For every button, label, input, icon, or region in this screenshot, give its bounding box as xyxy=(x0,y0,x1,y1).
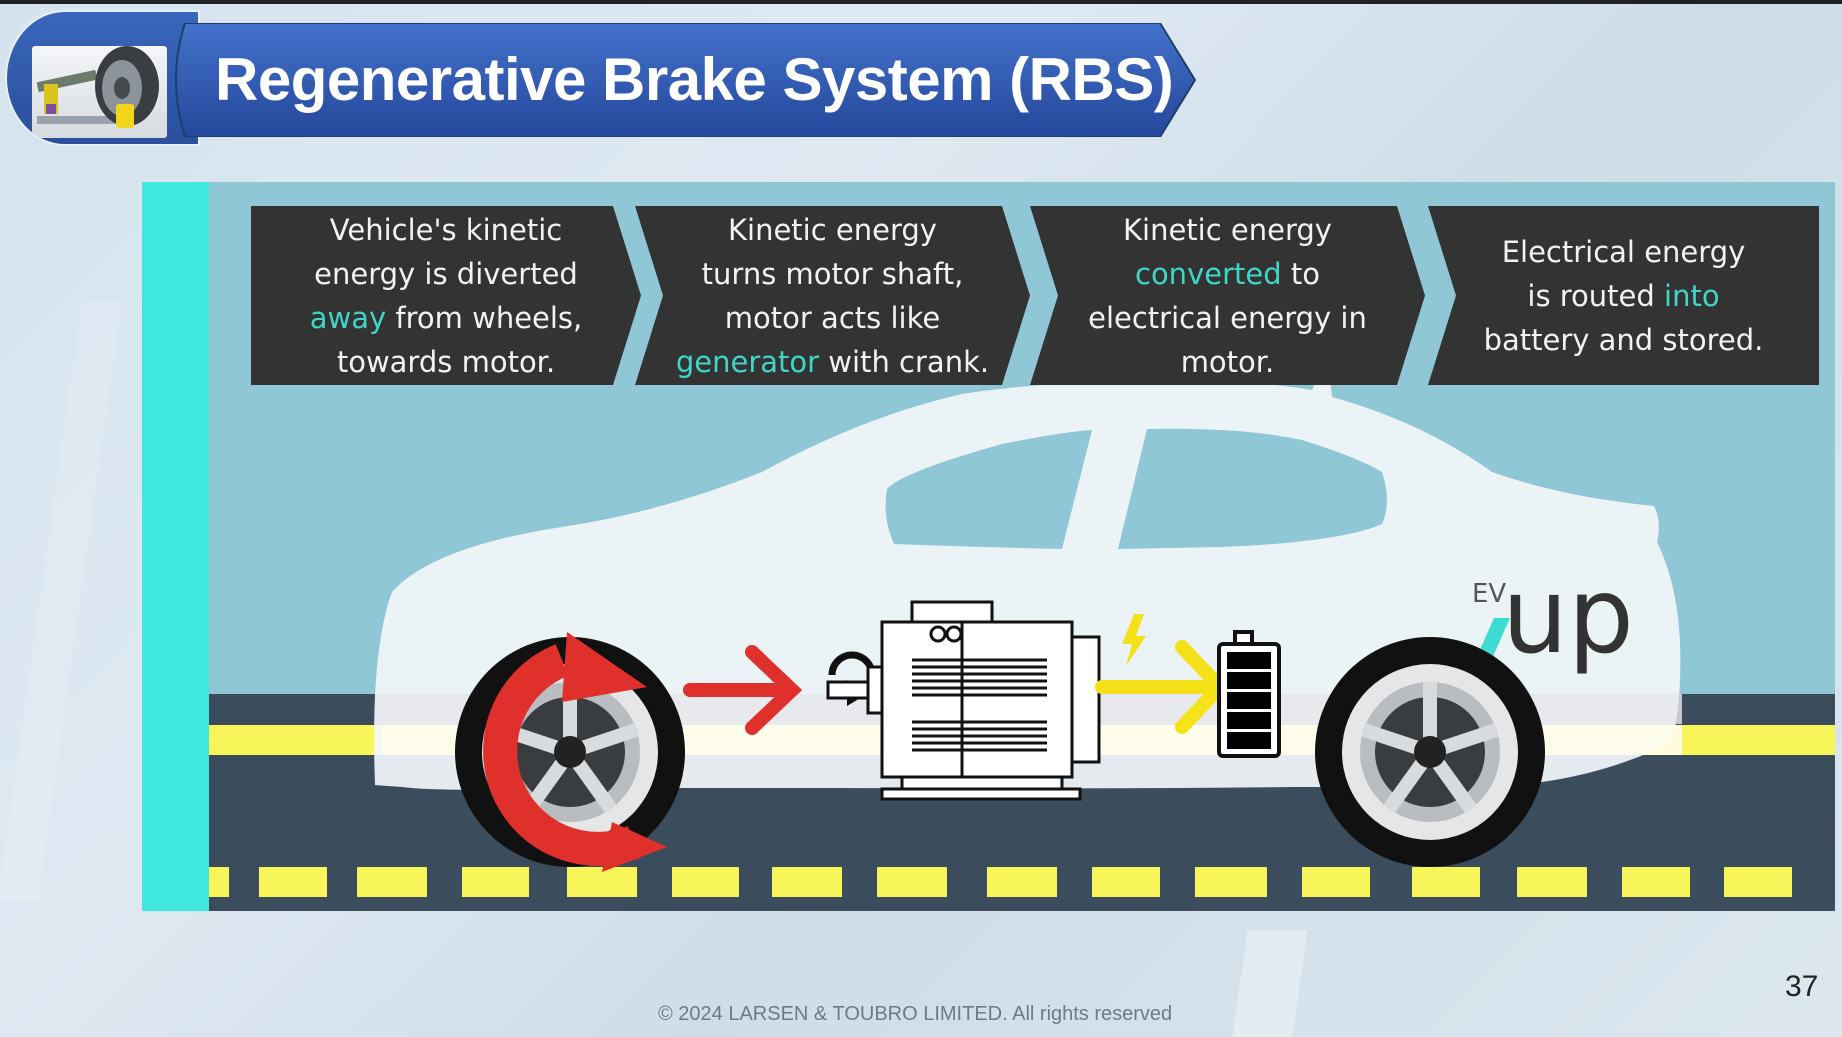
step-text-part: Vehicle's kinetic xyxy=(329,212,563,247)
step-text-part: energy is diverted xyxy=(314,256,578,291)
car-window-front xyxy=(885,430,1092,549)
step-text: Kinetic energy turns motor shaft, motor ac… xyxy=(676,208,989,384)
step-line: turns motor shaft, xyxy=(676,252,989,296)
step-line: battery and stored. xyxy=(1484,318,1764,362)
rear-wheel-icon xyxy=(1315,637,1545,867)
car-diagram: EV up xyxy=(374,372,1682,872)
page-number: 37 xyxy=(1785,970,1819,1003)
road-dash xyxy=(1622,867,1690,897)
step-line: generator with crank. xyxy=(676,340,989,384)
car-window-rear xyxy=(1118,428,1387,549)
road-dash xyxy=(1724,867,1792,897)
step-text: Vehicle's kinetic energy is diverted away … xyxy=(310,208,583,384)
step-text-part: electrical energy in xyxy=(1088,300,1367,335)
logo-prefix: EV xyxy=(1472,579,1506,609)
road-dash xyxy=(1412,867,1480,897)
highlight-word: away xyxy=(309,300,387,335)
highlight-word: converted xyxy=(1135,256,1282,291)
rbs-illustration: EV up Vehicle's kinetic energy is diverte… xyxy=(142,182,1835,911)
step-box-1: Vehicle's kinetic energy is diverted away … xyxy=(251,206,641,385)
step-box-4: Electrical energy is routed into battery a… xyxy=(1428,206,1819,385)
flow-arrow-red-icon xyxy=(683,645,803,735)
accent-strip xyxy=(142,182,209,911)
road-dash xyxy=(357,867,427,897)
rotation-arrow-icon xyxy=(483,632,667,872)
suspension-wheel-icon xyxy=(32,46,167,138)
step-text-part: Kinetic energy xyxy=(1123,212,1332,247)
step-line: motor acts like xyxy=(676,296,989,340)
road-dash xyxy=(987,867,1057,897)
lightning-bolt-icon xyxy=(1122,614,1146,666)
road-dash xyxy=(462,867,529,897)
step-text-part: Kinetic energy xyxy=(728,212,937,247)
step-line: Electrical energy xyxy=(1484,230,1764,274)
step-line: Kinetic energy xyxy=(676,208,989,252)
step-text-part: is routed xyxy=(1527,278,1665,313)
step-text-part: motor. xyxy=(1180,344,1275,379)
step-line: converted to xyxy=(1088,252,1367,296)
step-line: electrical energy in xyxy=(1088,296,1367,340)
step-text-part: towards motor. xyxy=(336,344,556,379)
background-streak xyxy=(0,300,123,900)
step-text-part: to xyxy=(1281,256,1320,291)
road-dash xyxy=(772,867,842,897)
step-line: Vehicle's kinetic xyxy=(310,208,583,252)
road-dash xyxy=(209,867,229,897)
step-box-2: Kinetic energy turns motor shaft, motor ac… xyxy=(635,206,1030,385)
page-title: Regenerative Brake System (RBS) xyxy=(215,46,1174,113)
step-line: Kinetic energy xyxy=(1088,208,1367,252)
battery-icon xyxy=(1217,630,1281,758)
window-top-bar xyxy=(0,0,1842,4)
road-dash xyxy=(1302,867,1370,897)
step-text: Electrical energy is routed into battery a… xyxy=(1484,230,1764,362)
step-line: energy is diverted xyxy=(310,252,583,296)
step-text-part: turns motor shaft, xyxy=(701,256,964,291)
step-text-part: motor acts like xyxy=(724,300,941,335)
step-line: away from wheels, xyxy=(310,296,583,340)
road-dash xyxy=(259,867,327,897)
step-box-3: Kinetic energy converted to electrical ene… xyxy=(1030,206,1425,385)
road-dash xyxy=(672,867,739,897)
road-dash xyxy=(877,867,947,897)
step-line: motor. xyxy=(1088,340,1367,384)
road-dash xyxy=(1195,867,1267,897)
copyright-footer: © 2024 LARSEN & TOUBRO LIMITED. All righ… xyxy=(658,1003,1173,1025)
step-line: is routed into xyxy=(1484,274,1764,318)
step-text-part: from wheels, xyxy=(386,300,583,335)
highlight-word: generator xyxy=(675,344,820,379)
step-line: towards motor. xyxy=(310,340,583,384)
highlight-word: into xyxy=(1664,278,1720,313)
step-text: Kinetic energy converted to electrical ene… xyxy=(1088,208,1367,384)
header-icon-block xyxy=(5,10,200,146)
road-dash xyxy=(1092,867,1160,897)
step-text-part: Electrical energy xyxy=(1501,234,1746,269)
step-text-part: with crank. xyxy=(819,344,990,379)
road-dash xyxy=(1517,867,1587,897)
title-banner: Regenerative Brake System (RBS) xyxy=(175,23,1197,137)
logo-name: up xyxy=(1502,555,1634,677)
evup-logo: EV up xyxy=(1468,555,1634,677)
background-streak xyxy=(1232,930,1308,1037)
step-text-part: battery and stored. xyxy=(1483,322,1764,357)
motor-icon xyxy=(826,600,1101,801)
